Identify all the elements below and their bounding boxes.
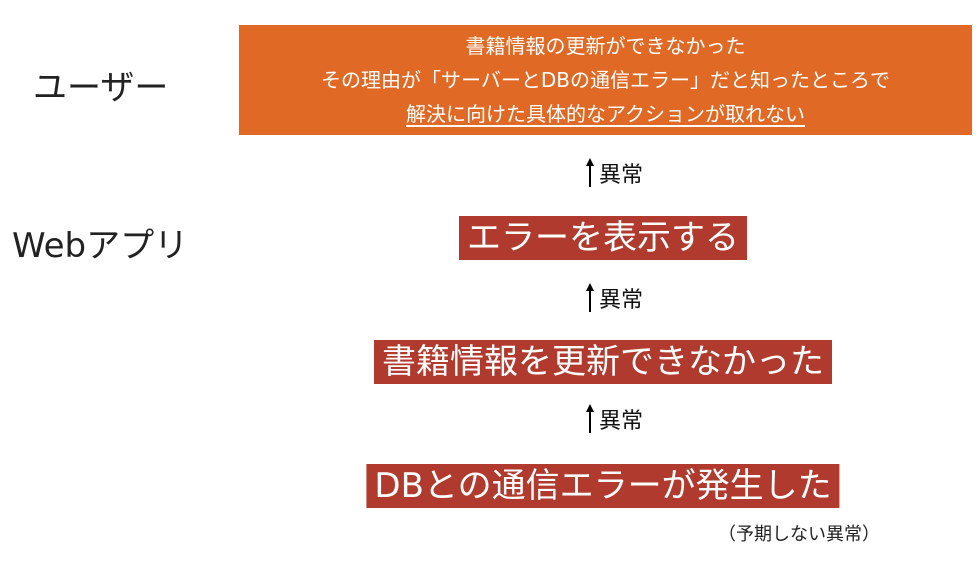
anomaly-label: 異常 — [599, 163, 644, 188]
anomaly-arrow-1: 異常 — [585, 157, 643, 189]
anomaly-arrow-3: 異常 — [585, 403, 643, 435]
step-error-display: エラーを表示する — [459, 216, 747, 260]
step-db-error: DBとの通信エラーが発生した — [366, 464, 840, 508]
user-impact-line-2: その理由が「サーバーとDBの通信エラー」だと知ったところで — [321, 68, 890, 92]
user-impact-line-1: 書籍情報の更新ができなかった — [465, 34, 746, 58]
layer-label-user: ユーザー — [33, 68, 169, 108]
arrow-up-icon — [586, 404, 594, 433]
user-impact-line-3: 解決に向けた具体的なアクションが取れない — [406, 102, 805, 126]
arrow-up-icon — [586, 158, 594, 187]
anomaly-label: 異常 — [599, 288, 644, 313]
arrow-up-icon — [586, 283, 594, 312]
anomaly-label: 異常 — [599, 409, 644, 434]
unexpected-anomaly-note: （予期しない異常） — [718, 524, 880, 545]
user-impact-box: 書籍情報の更新ができなかった その理由が「サーバーとDBの通信エラー」だと知った… — [239, 25, 972, 135]
step-update-failed: 書籍情報を更新できなかった — [374, 340, 832, 384]
layer-label-webapp: Webアプリ — [12, 226, 189, 266]
anomaly-arrow-2: 異常 — [585, 282, 643, 314]
